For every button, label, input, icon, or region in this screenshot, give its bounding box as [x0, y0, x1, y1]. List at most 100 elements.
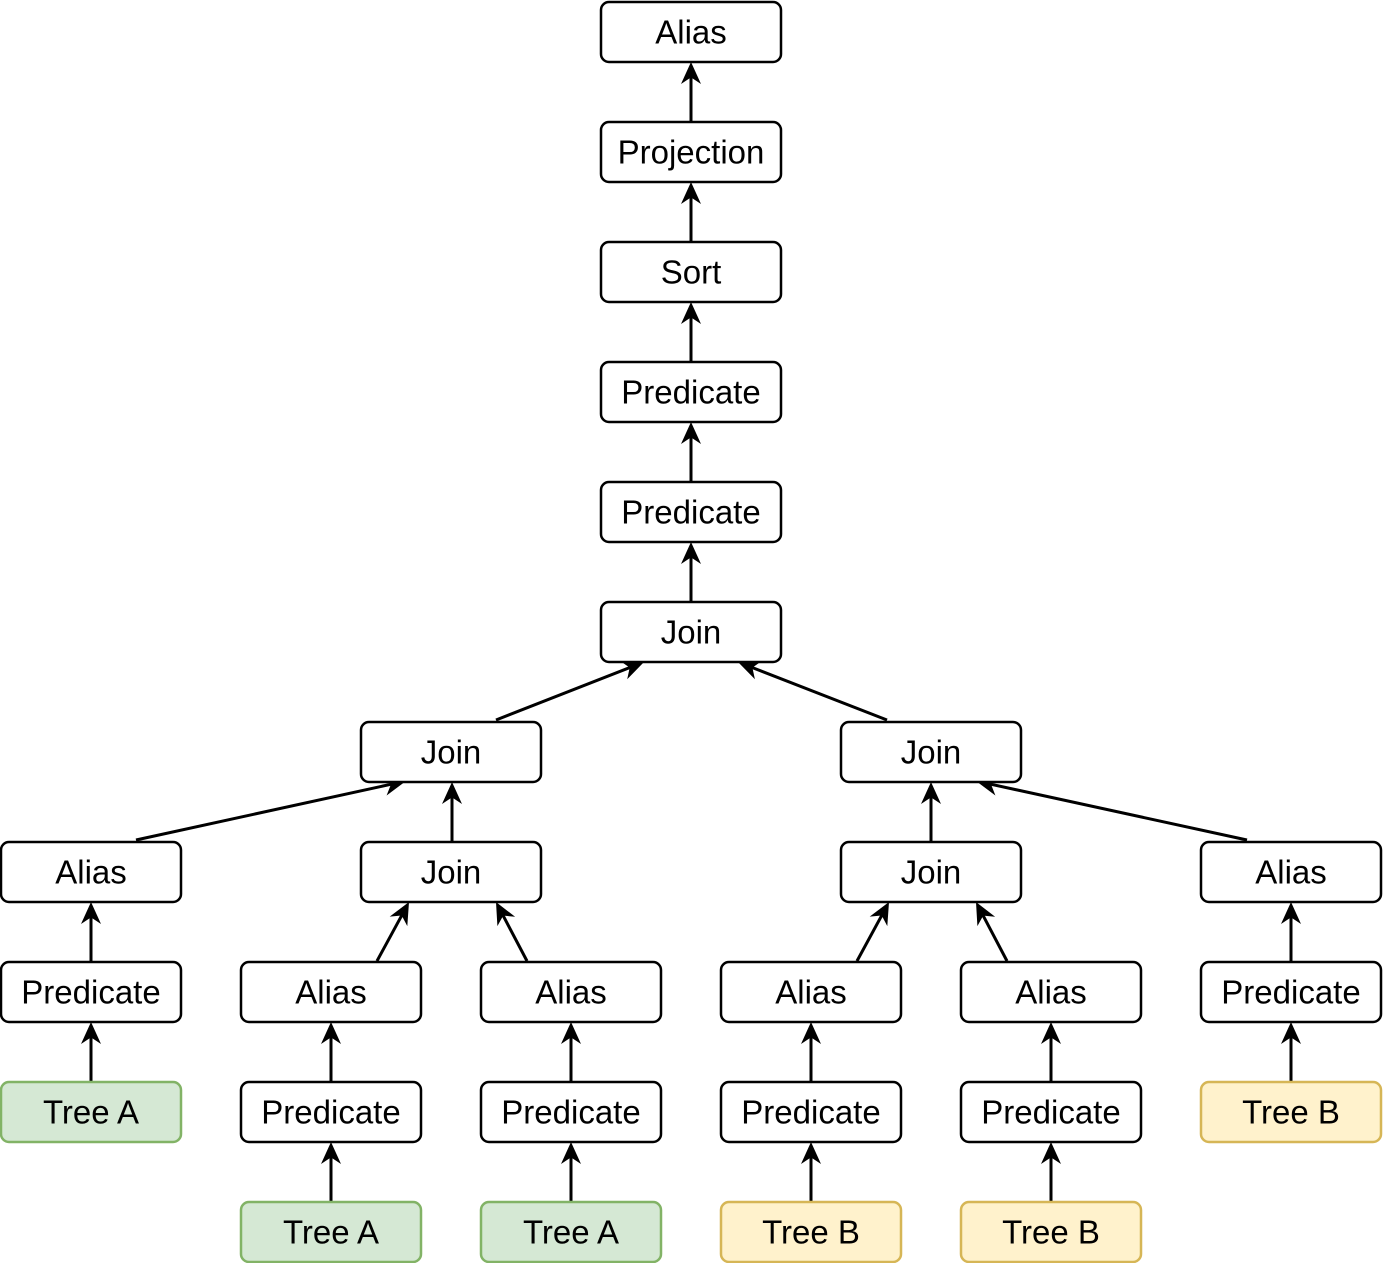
node-label: Tree B	[1002, 1214, 1100, 1251]
arrowhead	[869, 902, 889, 927]
arrowhead	[321, 1142, 341, 1164]
node-box	[599, 240, 783, 304]
node-predicate: Predicate	[479, 1080, 663, 1144]
node-box	[599, 360, 783, 424]
node-sort: Sort	[599, 240, 783, 304]
node-predicate: Predicate	[719, 1080, 903, 1144]
edge-arrow	[496, 902, 529, 962]
edge-arrow	[1041, 1022, 1061, 1082]
edge-line	[978, 908, 1009, 962]
node-label: Join	[421, 734, 482, 771]
node-predicate: Predicate	[0, 960, 183, 1024]
node-alias: Alias	[1199, 840, 1383, 904]
node-label: Alias	[1255, 854, 1327, 891]
edges-layer	[81, 62, 1301, 1202]
node-box	[599, 120, 783, 184]
node-label: Alias	[1015, 974, 1087, 1011]
edge-arrow	[561, 1142, 581, 1202]
arrowhead	[681, 422, 701, 444]
node-tree-b: Tree B	[1199, 1080, 1383, 1144]
edge-line	[375, 908, 407, 962]
edge-arrow	[681, 542, 701, 602]
node-alias: Alias	[239, 960, 423, 1024]
node-label: Predicate	[21, 974, 160, 1011]
edge-arrow	[681, 422, 701, 482]
arrowhead	[1281, 902, 1301, 924]
arrowhead	[1041, 1022, 1061, 1044]
node-box	[359, 840, 543, 904]
node-label: Alias	[535, 974, 607, 1011]
node-label: Tree B	[762, 1214, 860, 1251]
edge-arrow	[976, 902, 1009, 962]
edge-arrow	[976, 775, 1248, 842]
node-tree-a: Tree A	[239, 1200, 423, 1263]
node-box	[359, 720, 543, 784]
edge-line	[495, 663, 638, 722]
node-label: Predicate	[261, 1094, 400, 1131]
edge-arrow	[1281, 902, 1301, 962]
node-box	[839, 720, 1023, 784]
node-box	[719, 960, 903, 1024]
edge-line	[498, 908, 529, 962]
node-box	[959, 960, 1143, 1024]
node-box	[479, 1200, 663, 1263]
node-box	[479, 960, 663, 1024]
node-alias: Alias	[959, 960, 1143, 1024]
node-tree-b: Tree B	[719, 1200, 903, 1263]
node-label: Join	[661, 614, 722, 651]
node-box	[1199, 1080, 1383, 1144]
edge-arrow	[681, 302, 701, 362]
node-box	[239, 1200, 423, 1263]
node-tree-a: Tree A	[0, 1080, 183, 1144]
node-label: Alias	[295, 974, 367, 1011]
edge-line	[135, 781, 399, 842]
node-label: Join	[421, 854, 482, 891]
edge-line	[983, 781, 1248, 842]
node-projection: Projection	[599, 120, 783, 184]
node-box	[959, 1080, 1143, 1144]
node-box	[1199, 840, 1383, 904]
arrowhead	[801, 1022, 821, 1044]
node-label: Tree A	[523, 1214, 619, 1251]
node-box	[479, 1080, 663, 1144]
arrowhead	[561, 1142, 581, 1164]
edge-arrow	[855, 902, 889, 962]
node-label: Alias	[655, 14, 727, 51]
edge-arrow	[442, 782, 462, 842]
edge-arrow	[135, 775, 406, 842]
node-predicate: Predicate	[239, 1080, 423, 1144]
arrowhead	[801, 1142, 821, 1164]
edge-arrow	[81, 902, 101, 962]
arrowhead	[1041, 1142, 1061, 1164]
node-label: Sort	[661, 254, 722, 291]
node-box	[239, 1080, 423, 1144]
edge-arrow	[81, 1022, 101, 1082]
edge-arrow	[738, 660, 888, 722]
node-label: Alias	[775, 974, 847, 1011]
arrowhead	[442, 782, 462, 804]
arrowhead	[976, 902, 996, 927]
arrowhead	[681, 302, 701, 324]
node-join: Join	[359, 720, 543, 784]
edge-arrow	[495, 660, 644, 722]
node-label: Predicate	[501, 1094, 640, 1131]
node-label: Projection	[618, 134, 765, 171]
node-label: Predicate	[621, 494, 760, 531]
edge-arrow	[1281, 1022, 1301, 1082]
node-predicate: Predicate	[1199, 960, 1383, 1024]
node-predicate: Predicate	[959, 1080, 1143, 1144]
node-predicate: Predicate	[599, 360, 783, 424]
node-join: Join	[599, 600, 783, 664]
edge-arrow	[921, 782, 941, 842]
edge-arrow	[801, 1142, 821, 1202]
edge-arrow	[561, 1022, 581, 1082]
node-tree-a: Tree A	[479, 1200, 663, 1263]
edge-arrow	[321, 1022, 341, 1082]
arrowhead	[81, 902, 101, 924]
arrowhead	[496, 902, 516, 927]
node-join: Join	[359, 840, 543, 904]
node-alias: Alias	[599, 0, 783, 64]
node-label: Predicate	[741, 1094, 880, 1131]
